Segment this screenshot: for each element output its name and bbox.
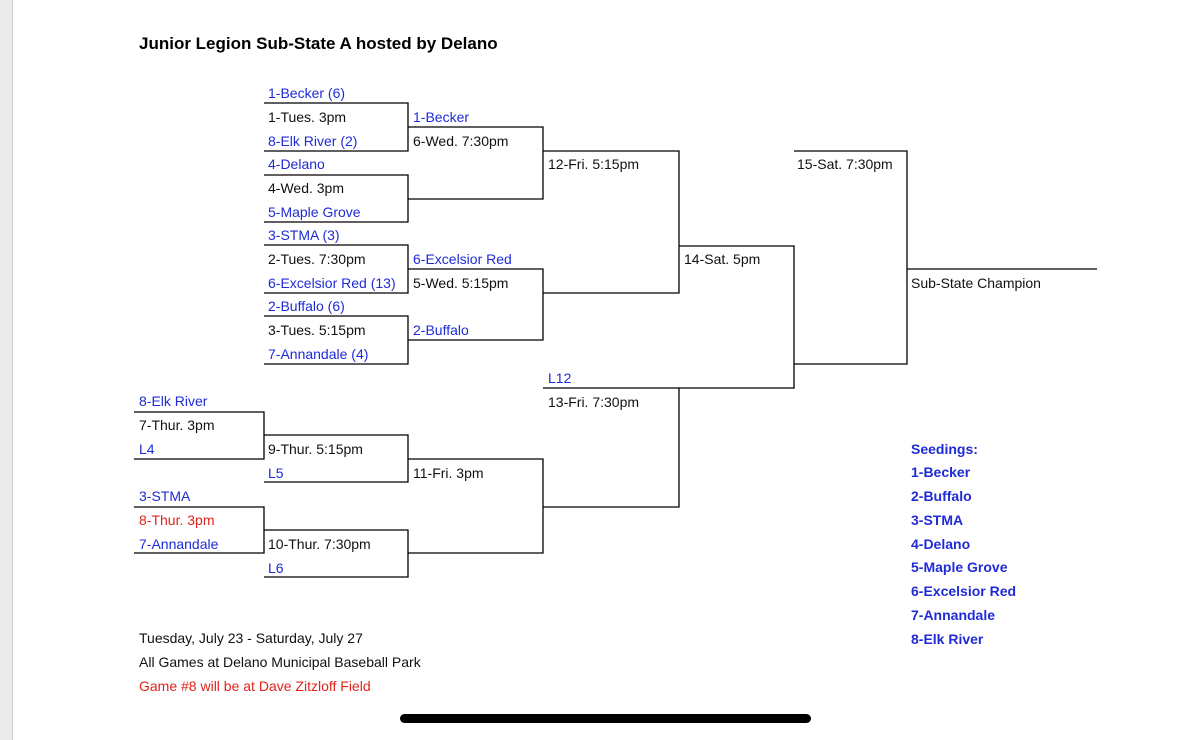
game13-connector: [543, 387, 680, 508]
seed-item: 1-Becker: [911, 464, 971, 480]
seed-item: 3-STMA: [911, 512, 964, 528]
g4-game-label: 4-Wed. 3pm: [268, 180, 344, 196]
g4-team-top: 4-Delano: [268, 156, 325, 172]
page-title: Junior Legion Sub-State A hosted by Dela…: [139, 34, 498, 53]
footer-dates: Tuesday, July 23 - Saturday, July 27: [139, 630, 363, 646]
g6-game-label: 6-Wed. 7:30pm: [413, 133, 509, 149]
g9-team-bottom: L5: [268, 465, 284, 481]
g3-team-bottom: 7-Annandale (4): [268, 346, 369, 362]
g7-team-bottom: L4: [139, 441, 155, 457]
seed-item: 6-Excelsior Red: [911, 583, 1017, 599]
g2-team-bottom: 6-Excelsior Red (13): [268, 275, 396, 291]
g1-team-bottom: 8-Elk River (2): [268, 133, 358, 149]
champion-label: Sub-State Champion: [911, 275, 1041, 291]
seed-item: 7-Annandale: [911, 607, 996, 623]
footer-note: Game #8 will be at Dave Zitzloff Field: [139, 678, 371, 694]
bracket-connectors: [134, 102, 1097, 578]
g5-team-top: 6-Excelsior Red: [413, 251, 512, 267]
g1-team-top: 1-Becker (6): [268, 85, 346, 101]
g7-game-label: 7-Thur. 3pm: [139, 417, 215, 433]
g13-game-label: 13-Fri. 7:30pm: [548, 394, 640, 410]
g3-team-top: 2-Buffalo (6): [268, 298, 345, 314]
seed-item: 4-Delano: [911, 536, 971, 552]
g5-game-label: 5-Wed. 5:15pm: [413, 275, 509, 291]
seed-item: 8-Elk River: [911, 631, 984, 647]
g8-team-top: 3-STMA: [139, 488, 191, 504]
game11-connector: [408, 458, 544, 554]
g7-team-top: 8-Elk River: [139, 393, 208, 409]
game14-connector: [679, 245, 795, 389]
g6-team-top: 1-Becker: [413, 109, 470, 125]
g5-team-bottom: 2-Buffalo: [413, 322, 469, 338]
game15-connector: [794, 150, 908, 365]
g14-game-label: 14-Sat. 5pm: [684, 251, 761, 267]
footer-location: All Games at Delano Municipal Baseball P…: [139, 654, 421, 670]
g13-team-top: L12: [548, 370, 572, 386]
game5-connector: [408, 268, 544, 341]
g15-game-label: 15-Sat. 7:30pm: [797, 156, 893, 172]
g9-game-label: 9-Thur. 5:15pm: [268, 441, 363, 457]
seed-item: 2-Buffalo: [911, 488, 972, 504]
g3-game-label: 3-Tues. 5:15pm: [268, 322, 366, 338]
window-edge: [0, 0, 13, 740]
g10-team-bottom: L6: [268, 560, 284, 576]
g1-game-label: 1-Tues. 3pm: [268, 109, 347, 125]
g8-team-bottom: 7-Annandale: [139, 536, 219, 552]
home-indicator[interactable]: [400, 714, 811, 723]
seedings-heading: Seedings:: [911, 441, 978, 457]
game6-connector: [408, 126, 544, 200]
g2-game-label: 2-Tues. 7:30pm: [268, 251, 366, 267]
g10-game-label: 10-Thur. 7:30pm: [268, 536, 371, 552]
seed-item: 5-Maple Grove: [911, 559, 1008, 575]
g4-team-bottom: 5-Maple Grove: [268, 204, 361, 220]
g2-team-top: 3-STMA (3): [268, 227, 340, 243]
g11-game-label: 11-Fri. 3pm: [413, 465, 484, 481]
g8-game-label: 8-Thur. 3pm: [139, 512, 215, 528]
g12-game-label: 12-Fri. 5:15pm: [548, 156, 640, 172]
game12-connector: [543, 150, 680, 294]
